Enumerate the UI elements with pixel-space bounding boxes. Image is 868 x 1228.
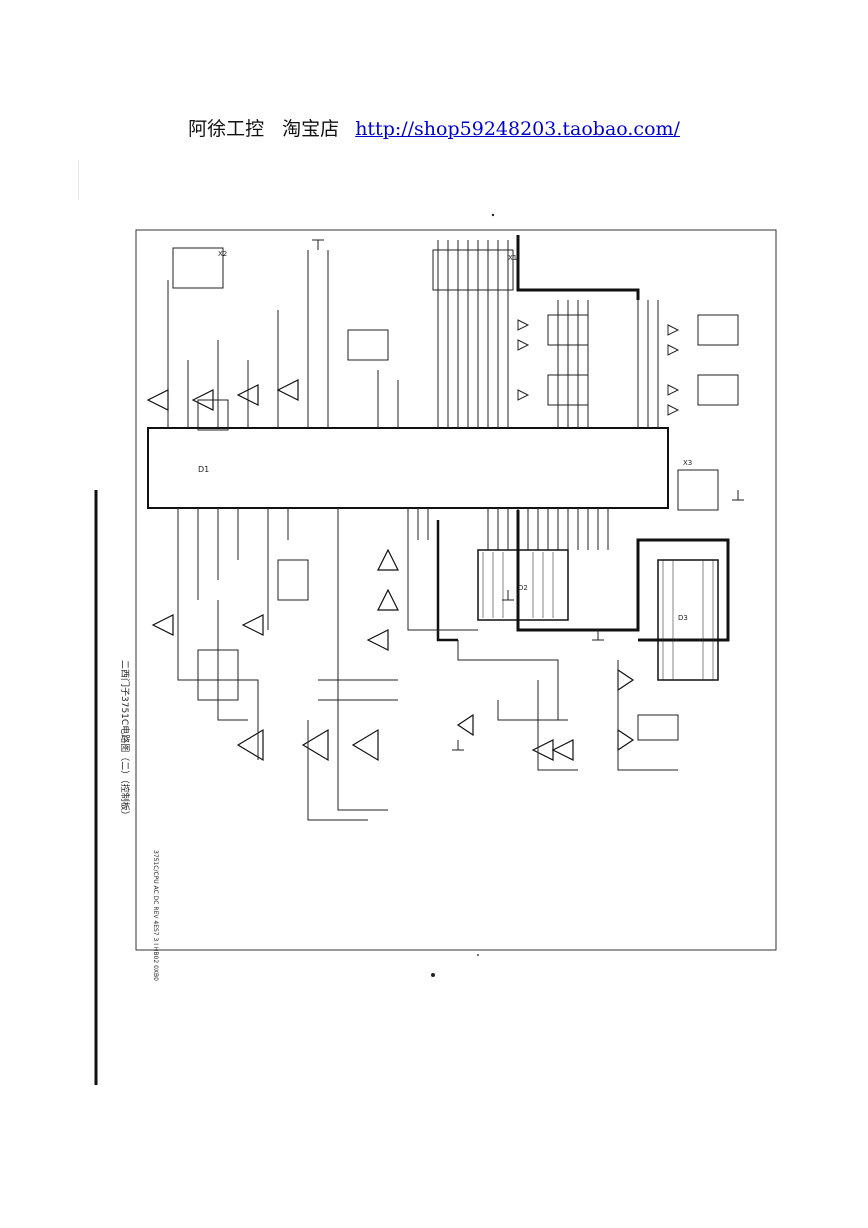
memory-chip-d2	[477, 549, 569, 621]
ground-symbols	[312, 239, 744, 751]
drawing-frame	[135, 229, 777, 951]
bus-line-left	[436, 520, 458, 642]
led-bank-top	[517, 314, 739, 416]
schematic-caption: 二西门子3751C电路图（二）（控制板）	[119, 660, 131, 820]
memory-chip-d2-pins	[482, 552, 554, 618]
main-chip-label: D1	[198, 465, 209, 474]
memory-chip-d3-pins	[662, 560, 714, 680]
memory-chip-d3	[657, 559, 719, 681]
shop-name: 阿徐工控	[188, 118, 265, 140]
shop-link[interactable]: http://shop59248203.taobao.com/	[355, 118, 680, 140]
connector-x2	[172, 247, 224, 289]
circuit-schematic: D1	[78, 160, 783, 1085]
bus-line-memory	[516, 510, 730, 642]
memory-chip-d3-label: D3	[678, 614, 688, 622]
schematic-bottom-note: 3751C/CPU AC DC REV 4ES7 3 I HB02 0XB0	[152, 850, 159, 981]
connector-x1-label: X1	[508, 254, 517, 262]
connector-x3-label: X3	[683, 459, 692, 467]
connector-x2-label: X2	[218, 250, 227, 258]
lower-wiring	[177, 540, 678, 821]
bus-line-top	[516, 235, 640, 300]
store-label: 淘宝店	[282, 118, 340, 140]
memory-chip-d2-label: D2	[518, 584, 528, 592]
connector-x3	[677, 469, 719, 511]
document-header: 阿徐工控 淘宝店 http://shop59248203.taobao.com/	[0, 114, 868, 141]
schematic-scan: D1	[78, 160, 783, 1085]
connector-x1	[432, 249, 514, 291]
